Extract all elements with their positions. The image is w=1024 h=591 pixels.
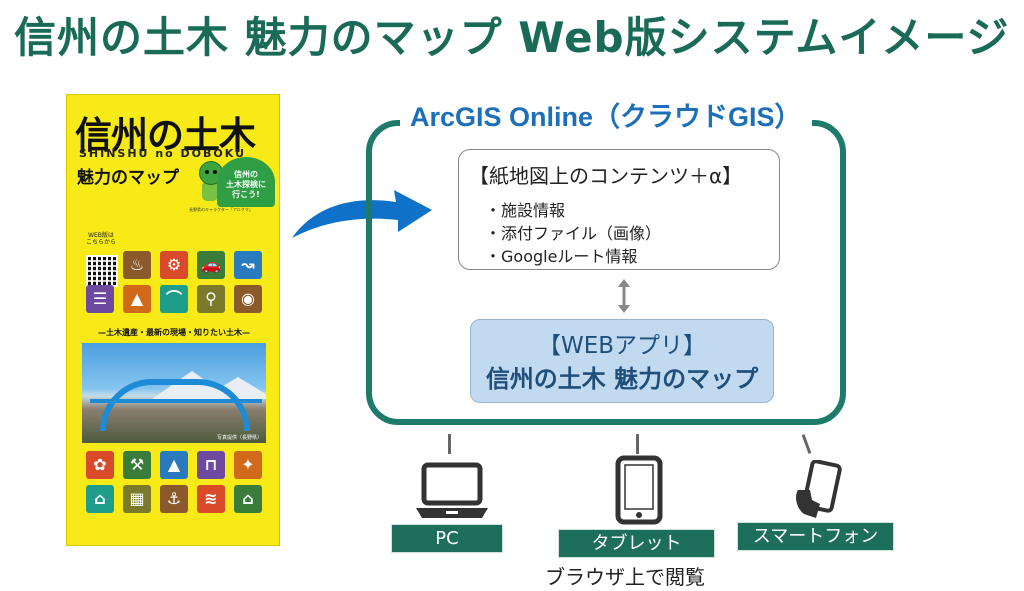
brochure-subtitle: 魅力のマップ — [77, 168, 179, 188]
connector-tablet — [636, 434, 639, 454]
category-icon: ⌂ — [234, 485, 262, 513]
laptop-icon — [416, 462, 488, 518]
category-icon: ✿ — [86, 451, 114, 479]
webapp-label: 【WEBアプリ】 — [537, 333, 707, 359]
double-arrow-icon — [618, 279, 630, 313]
category-icon: ⚒ — [123, 451, 151, 479]
curved-arrow-icon — [292, 190, 432, 238]
category-icon: 🚗 — [197, 251, 225, 279]
smartphone-icon — [796, 460, 842, 518]
category-icon: ▲ — [160, 451, 188, 479]
category-icon: ⚲ — [197, 285, 225, 313]
web-label: WEB版は こちらから — [86, 232, 116, 246]
contents-box: 【紙地図上のコンテンツ＋α】 ・施設情報 ・添付ファイル（画像） ・Google… — [458, 149, 780, 270]
qr-code-icon — [86, 255, 118, 287]
tablet-label: タブレット — [558, 529, 715, 558]
content-item-google-route: ・Googleルート情報 — [485, 247, 638, 266]
hill-text-1: 信州の — [234, 170, 258, 179]
hill-text-2: 土木探検に — [226, 180, 266, 189]
brochure-cover: 信州の土木 SHINSHU no DOBOKU 魅力のマップ 信州の 土木探検に… — [66, 94, 280, 546]
category-icon: ⚙ — [160, 251, 188, 279]
photo-caption: 写真提供（長野県） — [216, 435, 262, 441]
category-icon: ⚓ — [160, 485, 188, 513]
category-icon: ⊓ — [197, 451, 225, 479]
category-icon: ▲ — [123, 285, 151, 313]
webapp-name: 信州の土木 魅力のマップ — [485, 365, 759, 393]
browser-view-caption: ブラウザ上で閲覧 — [545, 565, 705, 589]
mascot-icon — [195, 161, 223, 203]
category-icon: ✦ — [234, 451, 262, 479]
content-item-facility: ・施設情報 — [485, 201, 566, 220]
connector-pc — [448, 434, 451, 454]
pc-label: PC — [391, 524, 503, 553]
smartphone-label: スマートフォン — [737, 522, 894, 551]
page-title: 信州の土木 魅力のマップ Web版システムイメージ — [14, 13, 1010, 62]
category-icon: ↝ — [234, 251, 262, 279]
category-icon: ♨ — [123, 251, 151, 279]
connector-smartphone — [801, 434, 812, 454]
brochure-tagline: —土木遺産・最新の現場・知りたい土木— — [98, 328, 250, 337]
web-label-2: こちらから — [86, 239, 117, 246]
category-icon: ☰ — [86, 285, 114, 313]
arcgis-online-label: ArcGIS Online（クラウドGIS） — [400, 95, 812, 134]
webapp-box: 【WEBアプリ】 信州の土木 魅力のマップ — [470, 319, 774, 403]
category-icon: ⌂ — [86, 485, 114, 513]
hill-note: 長野県のキャラクター「アルクマ」 — [189, 207, 253, 212]
category-icon: ◉ — [234, 285, 262, 313]
brochure-title: 信州の土木 — [75, 114, 256, 157]
hill-badge: 信州の 土木探検に 行こう! — [217, 157, 275, 207]
brochure-roman-title: SHINSHU no DOBOKU — [79, 147, 247, 160]
tablet-icon — [615, 455, 663, 525]
contents-title: 【紙地図上のコンテンツ＋α】 — [469, 164, 743, 188]
category-icon: ▦ — [123, 485, 151, 513]
content-item-attachment: ・添付ファイル（画像） — [485, 224, 662, 243]
hill-text-3: 行こう! — [232, 190, 260, 199]
category-icon: ≋ — [197, 485, 225, 513]
category-icon: ⌒ — [160, 285, 188, 313]
bridge-photo: 写真提供（長野県） — [82, 343, 266, 443]
web-label-1: WEB版は — [88, 232, 114, 239]
